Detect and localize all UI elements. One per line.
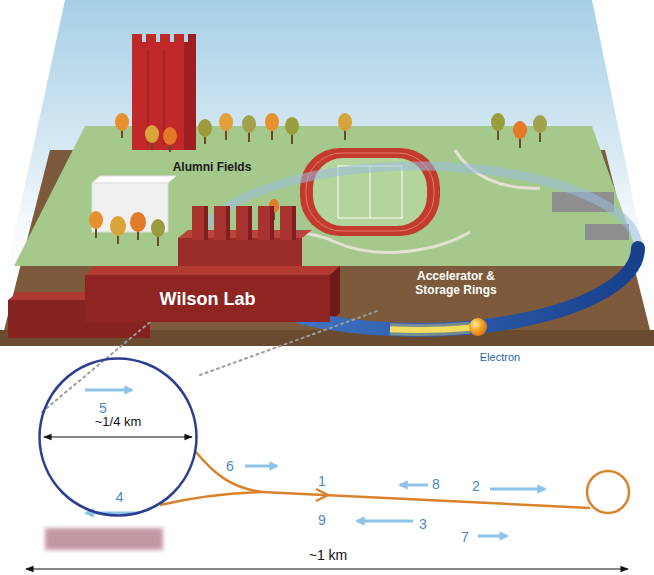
building-tower	[280, 206, 296, 240]
callout-number: 1	[318, 473, 326, 489]
electron-glow	[390, 328, 470, 330]
electron	[469, 318, 487, 336]
tree	[285, 117, 299, 144]
tree	[110, 216, 126, 244]
beam-arrow	[400, 484, 428, 487]
building-name: Wilson Lab	[160, 288, 256, 309]
field-lines	[370, 166, 371, 218]
beam-arrow	[85, 389, 132, 392]
zoom-line	[42, 322, 150, 412]
beam-arrow	[490, 488, 545, 491]
direction-arrow	[316, 489, 328, 501]
tree	[491, 113, 505, 140]
dimension-label: ~1 km	[309, 547, 348, 563]
tower	[132, 42, 196, 150]
beam-arrow	[478, 535, 507, 538]
synchrotron-loop	[587, 471, 629, 513]
grass	[14, 126, 642, 266]
storage-ring-tube	[300, 248, 638, 330]
callout-number: 9	[318, 512, 326, 528]
tree	[338, 113, 352, 140]
beam-arrow	[357, 520, 413, 523]
building-footprint	[45, 528, 163, 550]
transfer-line	[196, 452, 262, 492]
region-label: Accelerator & Storage Rings	[401, 270, 511, 298]
sky	[0, 0, 654, 300]
building-tower	[192, 206, 208, 240]
building-side	[330, 266, 340, 322]
building-tower-side	[270, 206, 274, 240]
building-tower-side	[204, 206, 208, 240]
tree	[198, 119, 212, 144]
callout-number: 2	[472, 478, 480, 494]
callout-number: 4	[116, 489, 124, 505]
building-block: Wilson Lab	[85, 275, 330, 322]
building-tower-side	[226, 206, 230, 240]
tree	[151, 219, 165, 246]
tree	[89, 211, 103, 238]
tree	[513, 121, 527, 148]
callout-number: 3	[419, 516, 427, 532]
building-roof	[92, 176, 176, 183]
tree	[242, 115, 256, 142]
tower-battlement	[174, 34, 184, 44]
tree	[265, 113, 279, 140]
dimension-arrow	[44, 436, 192, 437]
tower-side	[184, 42, 196, 150]
building-tower-side	[292, 206, 296, 240]
tree	[145, 125, 159, 150]
building-roof	[85, 266, 340, 275]
building-front	[85, 275, 330, 322]
tree	[163, 127, 177, 152]
field-label: Alumni Fields	[173, 161, 252, 175]
tree	[533, 115, 547, 142]
building-tower	[258, 206, 274, 240]
particle-label: Electron	[480, 351, 520, 364]
linac	[262, 492, 590, 508]
parking-lot	[585, 224, 629, 240]
tower-battlement	[132, 34, 142, 44]
storage-ring: 5~1/4 km4	[38, 357, 198, 517]
dimension-arrow	[26, 568, 628, 569]
running-track	[300, 148, 440, 236]
tree	[130, 212, 146, 240]
ring-outline	[40, 359, 197, 516]
transfer-line	[160, 492, 262, 505]
building-tower	[236, 206, 252, 240]
beam-arrow	[245, 465, 277, 468]
tree	[219, 113, 233, 140]
building-tower	[214, 206, 230, 240]
electron-trail	[390, 328, 470, 330]
building-tower-side	[248, 206, 252, 240]
tree	[115, 113, 129, 138]
tower-battlement	[160, 34, 170, 44]
callout-number: 7	[461, 529, 469, 545]
callout-number: 8	[432, 476, 440, 492]
tower-battlement	[146, 34, 156, 44]
dimension-label: ~1/4 km	[95, 414, 142, 429]
tower-battlement	[188, 34, 196, 44]
callout-number: 6	[226, 458, 234, 474]
